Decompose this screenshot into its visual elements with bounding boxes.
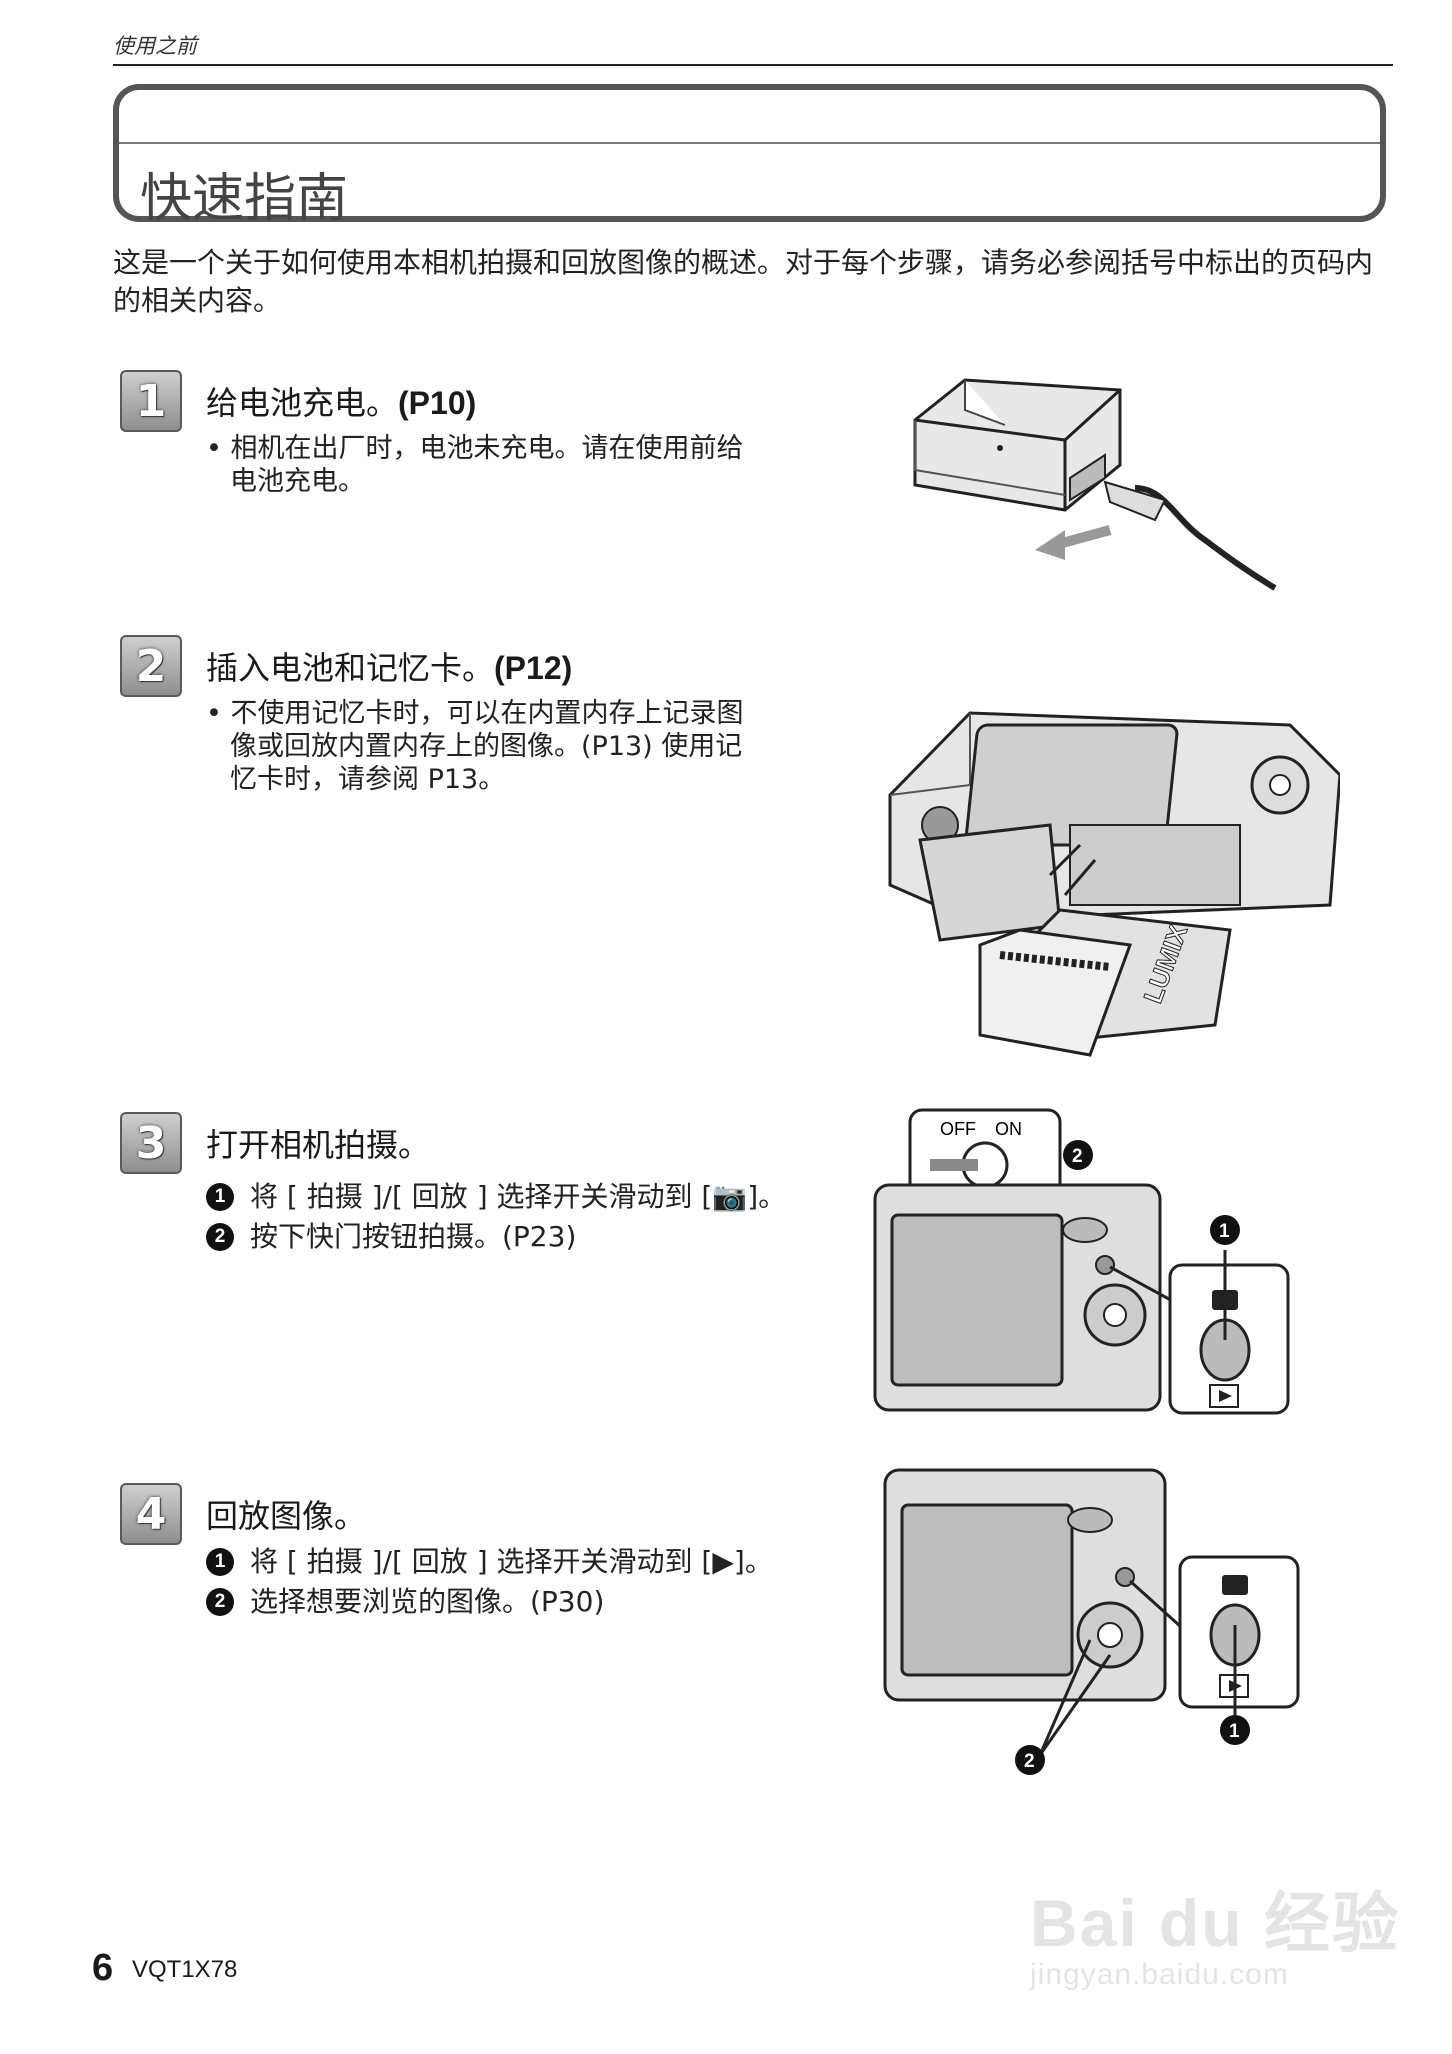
step-3-title: 打开相机拍摄。 <box>206 1126 431 1164</box>
baidu-watermark-url: jingyan.baidu.com <box>1030 1958 1289 1991</box>
step-2-bullet-line-3: 忆卡时，请参阅 P13。 <box>230 764 506 795</box>
step-2-title-text: 插入电池和记忆卡。 <box>206 649 495 687</box>
step-3-badge: 3 <box>120 1112 182 1174</box>
step-4-item-1: 1 将 [ 拍摄 ]/[ 回放 ] 选择开关滑动到 [▶]。 <box>206 1542 773 1582</box>
step-4-item-1-text: 将 [ 拍摄 ]/[ 回放 ] 选择开关滑动到 [▶]。 <box>250 1545 773 1578</box>
step-1-ref: (P10) <box>398 385 477 421</box>
marker-1: 1 <box>206 1548 234 1576</box>
camera-power-illustration: OFF ON 2 1 <box>873 1108 1290 1415</box>
callout-2: 2 <box>1072 1146 1083 1167</box>
step-1-bullet-line-1: • 相机在出厂时，电池未充电。请在使用前给 <box>206 433 744 464</box>
step-3-item-2: 2 按下快门按钮拍摄。(P23) <box>206 1217 576 1257</box>
step-3-item-1: 1 将 [ 拍摄 ]/[ 回放 ] 选择开关滑动到 [📷]。 <box>206 1177 786 1217</box>
callout-2: 2 <box>1024 1751 1035 1772</box>
marker-1: 1 <box>206 1183 234 1211</box>
camera-battery-illustration: LUMIX <box>888 711 1340 1057</box>
callout-1: 1 <box>1219 1221 1230 1242</box>
marker-2: 2 <box>206 1223 234 1251</box>
page-title: 快速指南 <box>140 169 349 229</box>
step-1-title: 给电池充电。(P10) <box>206 378 476 424</box>
step-2-bullet-line-1: • 不使用记忆卡时，可以在内置内存上记录图 <box>206 698 744 729</box>
document-code: VQT1X78 <box>132 1956 238 1983</box>
step-1-badge: 1 <box>120 370 182 432</box>
step-2-badge: 2 <box>120 635 182 697</box>
intro-paragraph: 这是一个关于如何使用本相机拍摄和回放图像的概述。对于每个步骤，请务必参阅括号中标… <box>113 246 1374 317</box>
camera-playback-illustration: 2 1 <box>883 1468 1300 1775</box>
step-2-title: 插入电池和记忆卡。(P12) <box>206 643 572 689</box>
title-frame <box>113 84 1386 222</box>
step-3-item-2-text: 按下快门按钮拍摄。(P23) <box>250 1220 577 1253</box>
title-divider <box>119 142 1380 144</box>
page-number: 6 <box>92 1947 114 1989</box>
step-2-ref: (P12) <box>494 650 573 686</box>
baidu-watermark: Bai du 经验 <box>1030 1886 1401 1960</box>
step-4-item-2: 2 选择想要浏览的图像。(P30) <box>206 1582 604 1622</box>
section-label: 使用之前 <box>113 34 197 58</box>
marker-2: 2 <box>206 1588 234 1616</box>
on-label: ON <box>995 1119 1022 1139</box>
charger-illustration <box>913 378 1277 591</box>
step-1-bullet-line-2: 电池充电。 <box>230 466 365 497</box>
step-4-item-2-text: 选择想要浏览的图像。(P30) <box>250 1585 605 1618</box>
step-4-badge: 4 <box>120 1483 182 1545</box>
callout-1: 1 <box>1229 1721 1240 1742</box>
step-3-item-1-text: 将 [ 拍摄 ]/[ 回放 ] 选择开关滑动到 [📷]。 <box>250 1180 787 1213</box>
off-label: OFF <box>940 1119 976 1139</box>
step-4-title: 回放图像。 <box>206 1497 367 1535</box>
header-rule <box>113 64 1393 66</box>
step-2-bullet-line-2: 像或回放内置内存上的图像。(P13) 使用记 <box>230 731 743 762</box>
step-1-title-text: 给电池充电。 <box>206 384 399 422</box>
